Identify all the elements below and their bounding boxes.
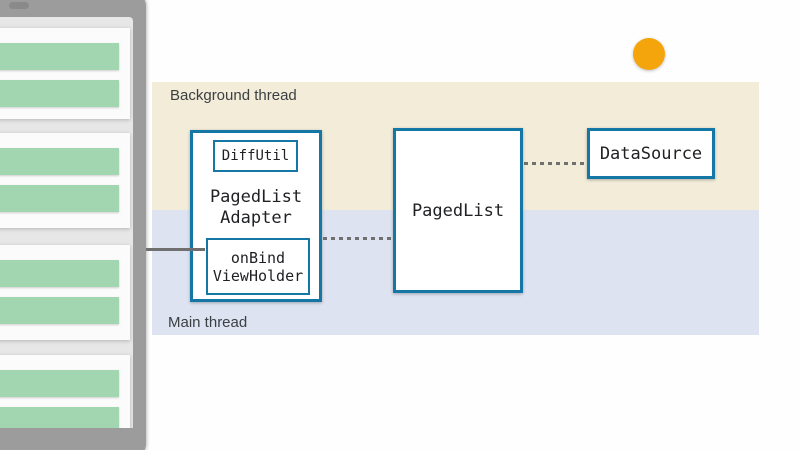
datasource-box: DataSource (587, 128, 715, 179)
list-item-bar (0, 370, 119, 397)
list-item-bar (0, 148, 119, 175)
list-card (0, 355, 130, 428)
diffutil-box: DiffUtil (213, 140, 298, 172)
diffutil-label: DiffUtil (221, 148, 290, 164)
orange-marker-dot (633, 38, 665, 70)
connector-pagedlist-to-datasource (524, 162, 586, 165)
pagedlistadapter-label-line2: Adapter (220, 208, 292, 228)
phone-mockup (0, 0, 146, 450)
main-thread-label: Main thread (168, 314, 248, 331)
onbindviewholder-label-line1: onBind (230, 248, 286, 267)
list-card (0, 28, 130, 119)
list-item-bar (0, 80, 119, 107)
pagedlistadapter-label: PagedList Adapter (193, 187, 319, 229)
onbindviewholder-box: onBind ViewHolder (206, 238, 310, 295)
connector-adapter-to-pagedlist (323, 237, 393, 240)
connector-phone-to-onbindviewholder (146, 248, 205, 251)
list-card (0, 133, 130, 228)
list-item-bar (0, 260, 119, 287)
list-item-bar (0, 185, 119, 212)
pagedlist-box: PagedList (393, 128, 523, 293)
list-item-bar (0, 43, 119, 70)
list-item-bar (0, 407, 119, 428)
pagedlistadapter-box: DiffUtil PagedList Adapter onBind ViewHo… (190, 130, 322, 302)
list-card (0, 245, 130, 340)
pagedlistadapter-label-line1: PagedList (209, 187, 303, 207)
phone-screen (0, 17, 133, 428)
onbindviewholder-label-line2: ViewHolder (212, 266, 304, 285)
background-thread-label: Background thread (170, 87, 297, 104)
phone-speaker-icon (9, 2, 29, 9)
pagedlist-label: PagedList (411, 200, 505, 221)
datasource-label: DataSource (599, 143, 703, 164)
list-item-bar (0, 297, 119, 324)
